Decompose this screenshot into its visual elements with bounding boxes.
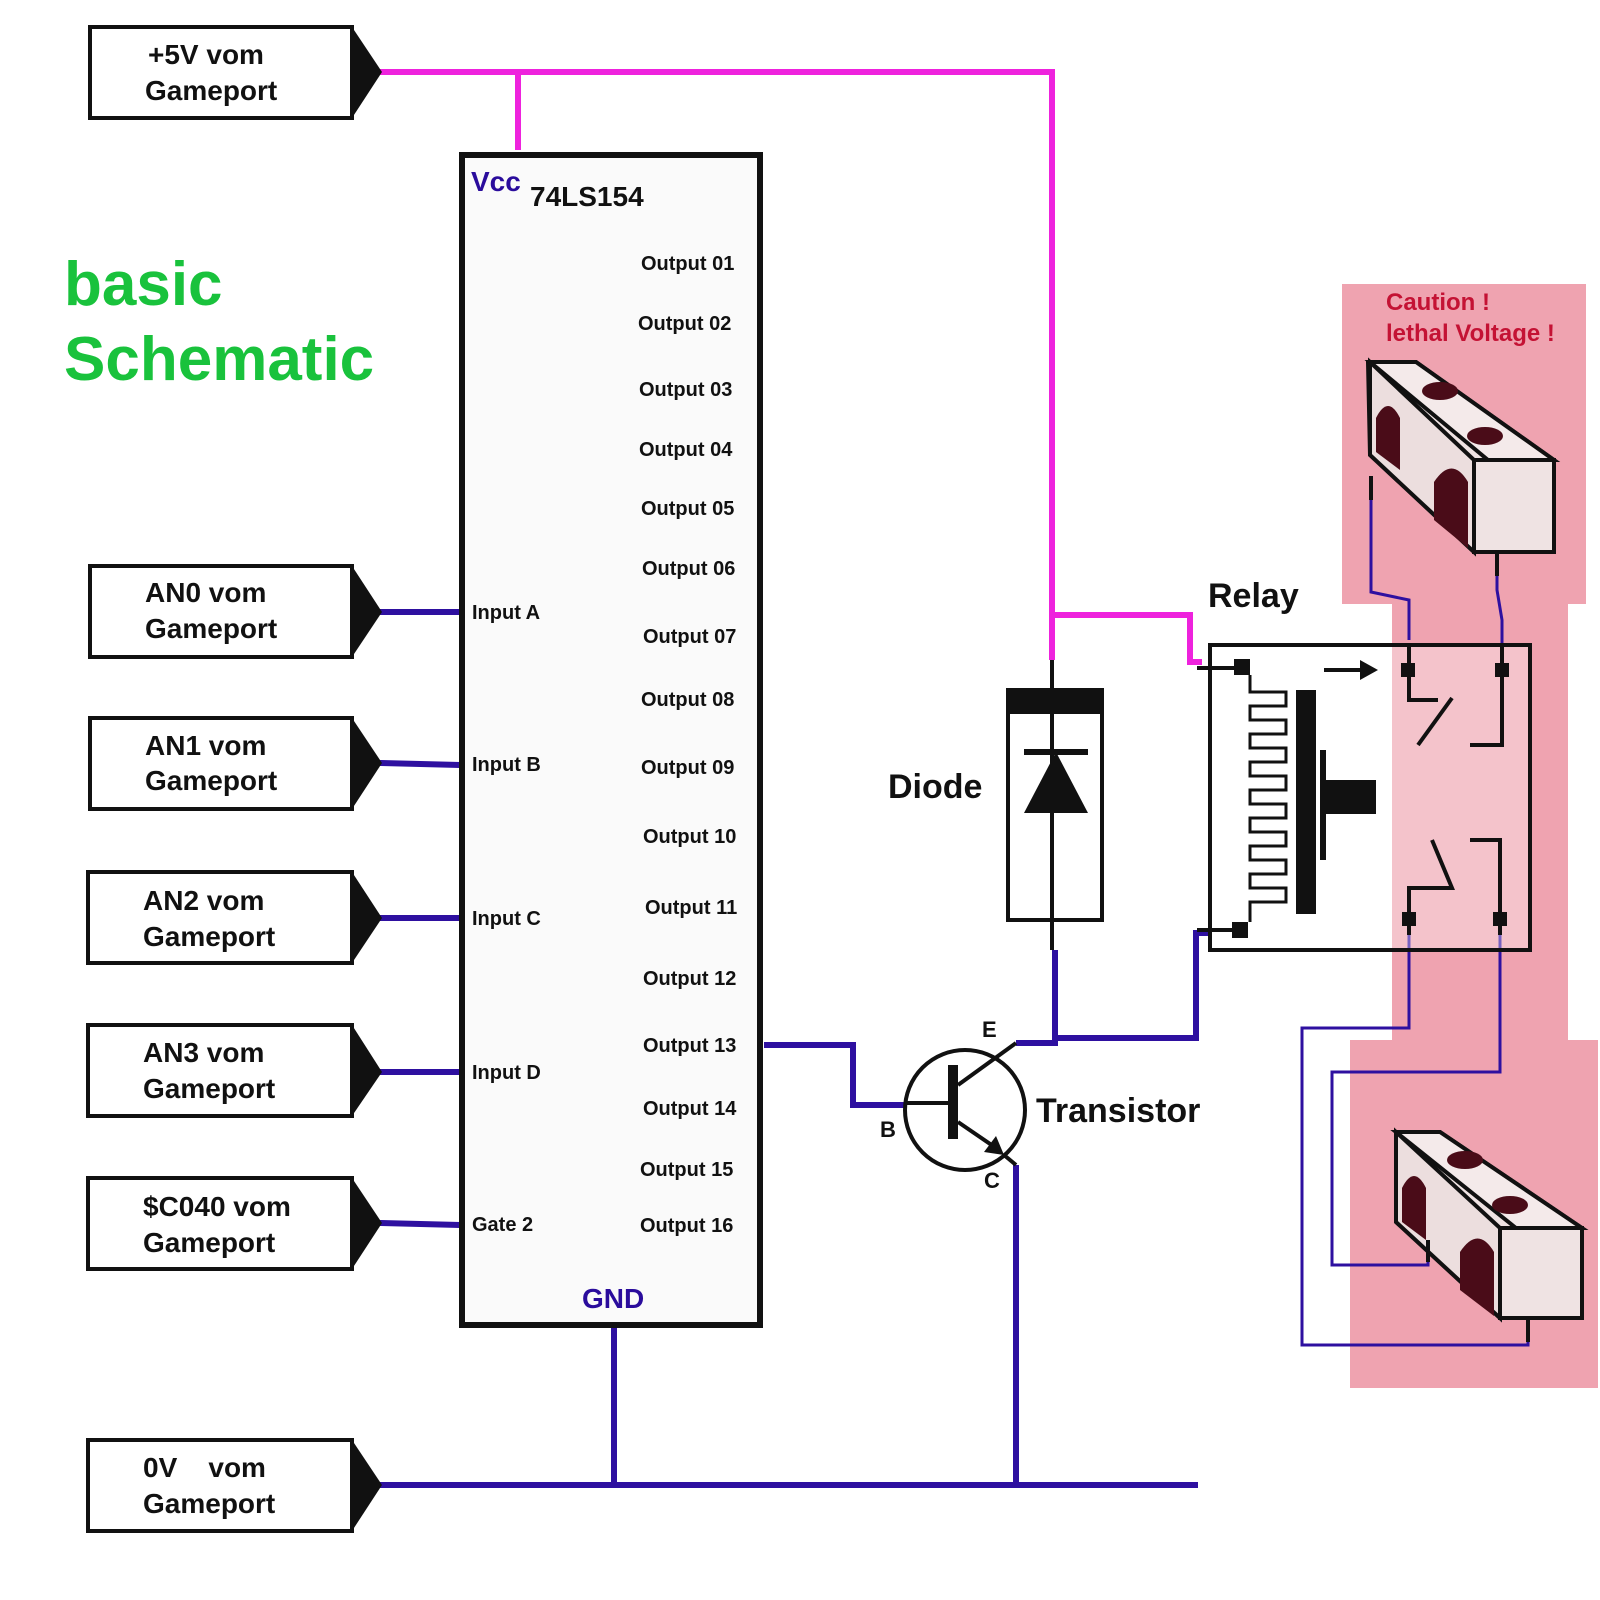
signal-wires [379, 609, 1208, 1488]
chip-output: Output 04 [639, 439, 733, 461]
caution-line2: lethal Voltage ! [1386, 320, 1555, 347]
svg-text:AN3 vom: AN3 vom [143, 1037, 264, 1068]
transistor: E B C Transistor [880, 1017, 1200, 1193]
chip-output: Output 16 [640, 1215, 733, 1237]
transistor-pin-e: E [982, 1017, 997, 1042]
chip-output: Output 06 [642, 558, 735, 580]
chip-gnd-label: GND [582, 1283, 644, 1314]
svg-text:Gameport: Gameport [145, 75, 277, 106]
chip-74ls154: Vcc 74LS154 GND Input A Input B Input C … [459, 152, 763, 1328]
connector-gnd: 0V vom Gameport [86, 1438, 382, 1533]
chip-input: Input B [472, 754, 541, 776]
connector-an2: AN2 vom Gameport [86, 870, 382, 965]
chip-output: Output 07 [643, 626, 736, 648]
relay: Relay [1197, 577, 1532, 952]
chip-input: Input A [472, 602, 540, 624]
chip-output: Output 01 [641, 253, 734, 275]
svg-text:Gameport: Gameport [143, 1073, 275, 1104]
chip-inputs: Input A Input B Input C Input D Gate 2 [472, 602, 541, 1236]
diode-label: Diode [888, 768, 982, 806]
chip-output: Output 15 [640, 1159, 733, 1181]
chip-outputs: Output 01 Output 02 Output 03 Output 04 … [638, 253, 737, 1237]
svg-text:+5V vom: +5V vom [148, 39, 264, 70]
svg-text:Gameport: Gameport [145, 765, 277, 796]
chip-output: Output 14 [643, 1098, 737, 1120]
terminal-block-bottom [1390, 1127, 1589, 1342]
connector-an3: AN3 vom Gameport [86, 1023, 382, 1118]
chip-vcc-label: Vcc [471, 166, 521, 197]
svg-text:AN0 vom: AN0 vom [145, 577, 266, 608]
connector-an0: AN0 vom Gameport [88, 564, 382, 659]
svg-text:AN2 vom: AN2 vom [143, 885, 264, 916]
chip-input: Gate 2 [472, 1214, 533, 1236]
svg-text:0V vom: 0V vom [143, 1452, 266, 1483]
svg-text:Gameport: Gameport [143, 1227, 275, 1258]
caution-line1: Caution ! [1386, 289, 1490, 316]
connector-vcc: +5V vom Gameport [88, 25, 382, 120]
svg-text:Gameport: Gameport [145, 613, 277, 644]
chip-output: Output 12 [643, 968, 736, 990]
transistor-pin-c: C [984, 1168, 1000, 1193]
title-line2: Schematic [64, 325, 374, 394]
svg-text:Gameport: Gameport [143, 1488, 275, 1519]
svg-text:Gameport: Gameport [143, 921, 275, 952]
connector-c040: $C040 vom Gameport [86, 1176, 382, 1271]
chip-output: Output 13 [643, 1035, 736, 1057]
chip-input: Input C [472, 908, 541, 930]
title-line1: basic [64, 250, 223, 319]
connector-an1: AN1 vom Gameport [88, 716, 382, 811]
chip-name: 74LS154 [530, 181, 644, 212]
transistor-pin-b: B [880, 1117, 896, 1142]
terminal-block-top [1364, 357, 1561, 576]
chip-output: Output 09 [641, 757, 734, 779]
diode: Diode [888, 660, 1104, 950]
chip-input: Input D [472, 1062, 541, 1084]
chip-output: Output 08 [641, 689, 734, 711]
power-wires [380, 69, 1202, 665]
chip-output: Output 03 [639, 379, 732, 401]
chip-output: Output 02 [638, 313, 731, 335]
relay-label: Relay [1208, 577, 1299, 615]
svg-text:$C040 vom: $C040 vom [143, 1191, 291, 1222]
chip-output: Output 10 [643, 826, 736, 848]
gameport-connectors: +5V vom Gameport AN0 vom Gameport AN1 vo… [86, 25, 382, 1533]
chip-output: Output 11 [645, 897, 737, 919]
transistor-label: Transistor [1036, 1092, 1200, 1130]
svg-text:AN1 vom: AN1 vom [145, 730, 266, 761]
chip-output: Output 05 [641, 498, 734, 520]
